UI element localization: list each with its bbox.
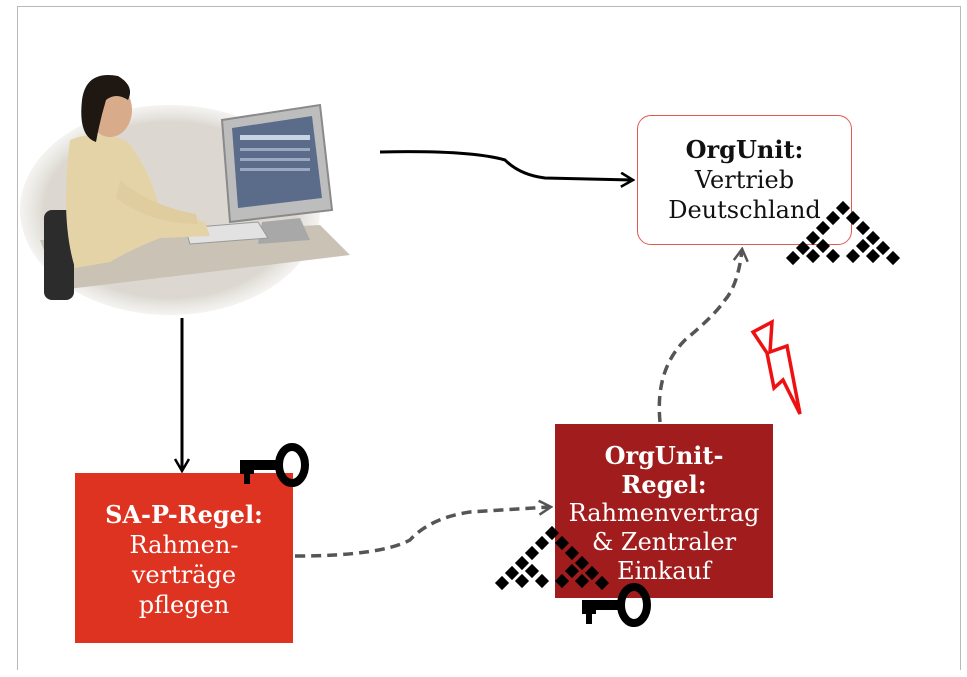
orgunit-rule-line2: & Zentraler — [591, 527, 737, 556]
hierarchy-tree-icon — [495, 526, 609, 590]
orgunit-rule-node: OrgUnit- Regel: Rahmenvertrag & Zentrale… — [555, 424, 773, 598]
dashed-arrow-sap-to-orgunit-rule — [294, 507, 550, 558]
orgunit-rule-title1: OrgUnit- — [604, 440, 724, 470]
orgunit-line1: Vertrieb — [694, 166, 795, 194]
hierarchy-tree-icon — [786, 201, 900, 265]
dashed-arrow-rule-to-orgunit — [657, 250, 742, 423]
slide-frame — [17, 6, 961, 670]
orgunit-line2: Deutschland — [668, 196, 821, 224]
arrow-user-to-orgunit — [379, 150, 632, 180]
orgunit-title: OrgUnit: — [685, 135, 804, 164]
sap-rule-node: SA-P-Regel: Rahmen- verträge pflegen — [75, 473, 293, 643]
sap-rule-line1: Rahmen- — [129, 531, 239, 559]
key-icon — [582, 587, 647, 624]
lightning-icon — [750, 318, 802, 415]
sap-rule-title: SA-P-Regel: — [105, 500, 263, 529]
orgunit-rule-title2: Regel: — [621, 469, 707, 499]
orgunit-rule-line1: Rahmenvertrag — [568, 498, 760, 527]
orgunit-rule-line3: Einkauf — [617, 556, 711, 585]
orgunit-node: OrgUnit: Vertrieb Deutschland — [637, 115, 852, 245]
key-icon — [240, 447, 305, 484]
sap-rule-line2: verträge — [131, 561, 237, 589]
sap-rule-line3: pflegen — [138, 591, 230, 619]
